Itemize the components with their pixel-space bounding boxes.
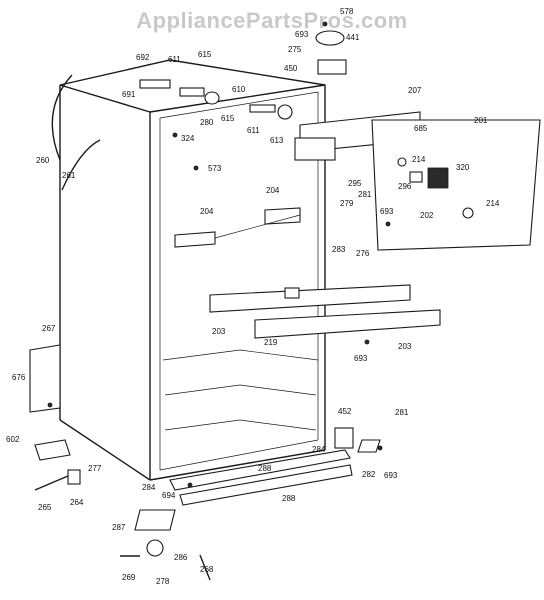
part-label: 267 xyxy=(42,324,56,333)
part-label: 286 xyxy=(174,553,188,562)
part-label: 611 xyxy=(247,126,260,135)
part-label: 288 xyxy=(282,494,296,503)
part-label: 615 xyxy=(198,50,212,59)
part-label: 276 xyxy=(356,249,370,258)
part-number-labels: 578 693 441 275 450 692 611 615 691 610 207 280 615 6… xyxy=(6,7,500,586)
part-label: 615 xyxy=(221,114,235,123)
part-label: 693 xyxy=(295,30,309,39)
part-label: 268 xyxy=(200,565,214,574)
part-label: 214 xyxy=(486,199,500,208)
part-label: 281 xyxy=(395,408,409,417)
cabinet-shell xyxy=(51,59,326,481)
part-label: 573 xyxy=(208,164,222,173)
part-label: 324 xyxy=(181,134,195,143)
part-label: 602 xyxy=(6,435,20,444)
part-label: 265 xyxy=(38,503,52,512)
part-label: 283 xyxy=(332,245,346,254)
part-label: 452 xyxy=(338,407,352,416)
part-label: 264 xyxy=(70,498,84,507)
watermark-text: AppliancePartsPros.com xyxy=(136,8,408,33)
part-label: 693 xyxy=(384,471,398,480)
top-parts xyxy=(139,30,541,251)
part-label: 692 xyxy=(136,53,150,62)
part-label: 610 xyxy=(232,85,246,94)
part-label: 287 xyxy=(112,523,126,532)
part-label: 280 xyxy=(200,118,214,127)
part-label: 450 xyxy=(284,64,298,73)
part-label: 202 xyxy=(420,211,434,220)
part-label: 578 xyxy=(340,7,354,16)
part-label: 613 xyxy=(270,136,284,145)
part-label: 693 xyxy=(380,207,394,216)
part-label: 203 xyxy=(398,342,412,351)
part-label: 204 xyxy=(200,207,214,216)
part-label: 219 xyxy=(264,338,278,347)
part-label: 296 xyxy=(398,182,412,191)
part-label: 269 xyxy=(122,573,136,582)
part-label: 685 xyxy=(414,124,428,133)
part-label: 277 xyxy=(88,464,102,473)
part-label: 284 xyxy=(312,445,326,454)
part-label: 204 xyxy=(266,186,280,195)
shelf-frames xyxy=(174,207,441,339)
part-label: 261 xyxy=(62,171,76,180)
part-label: 288 xyxy=(258,464,272,473)
part-label: 203 xyxy=(212,327,226,336)
part-label: 279 xyxy=(340,199,354,208)
part-label: 201 xyxy=(474,116,488,125)
part-label: 282 xyxy=(362,470,376,479)
fasteners xyxy=(47,21,391,488)
part-label: 275 xyxy=(288,45,302,54)
bottom-parts xyxy=(29,344,381,581)
part-label: 320 xyxy=(456,163,470,172)
part-label: 441 xyxy=(346,33,360,42)
part-label: 260 xyxy=(36,156,50,165)
part-label: 284 xyxy=(142,483,156,492)
part-label: 214 xyxy=(412,155,426,164)
part-label: 207 xyxy=(408,86,422,95)
part-label: 295 xyxy=(348,179,362,188)
part-label: 694 xyxy=(162,491,176,500)
part-label: 278 xyxy=(156,577,170,586)
part-label: 611 xyxy=(168,55,181,64)
part-label: 281 xyxy=(358,190,372,199)
part-label: 693 xyxy=(354,354,368,363)
part-label: 676 xyxy=(12,373,26,382)
part-label: 691 xyxy=(122,90,136,99)
